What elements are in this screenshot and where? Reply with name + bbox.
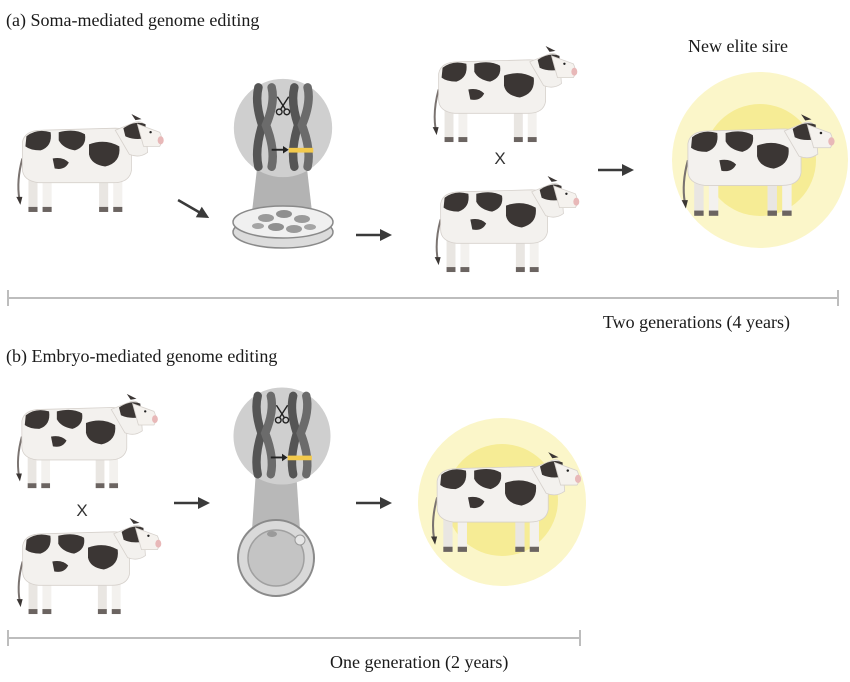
panel-b-cow-female	[15, 392, 158, 490]
chromosome-edit-inset	[234, 79, 332, 177]
panel-a-cross-symbol: X	[494, 149, 505, 168]
panel-b-cow-male	[15, 516, 162, 616]
panel-a-arrow-2	[356, 228, 392, 242]
panel-a-arrow-3	[598, 163, 634, 177]
embryo-chromosome-edit-inset	[233, 387, 330, 484]
panel-a-result-label: New elite sire	[688, 36, 788, 56]
panel-b-arrow-2	[356, 496, 392, 510]
panel-a-cow-female	[431, 44, 578, 144]
panel-b-edited-calf	[418, 418, 586, 586]
panel-a-elite-sire	[672, 72, 848, 248]
panel-a-arrow-1	[174, 193, 213, 225]
cell-culture-dish	[233, 79, 333, 249]
panel-b-timeline-label: One generation (2 years)	[330, 652, 508, 673]
panel-a-timeline	[7, 290, 839, 306]
panel-b-timeline	[7, 630, 581, 646]
panel-a-timeline-label: Two generations (4 years)	[603, 312, 790, 333]
panel-b-arrow-1	[174, 496, 210, 510]
panel-a-donor-cow	[15, 113, 164, 213]
panel-b-cross-symbol: X	[76, 501, 87, 520]
embryo-injection	[233, 387, 330, 597]
panel-a-cow-edited-bull	[433, 174, 580, 274]
panel-b-title: (b) Embryo-mediated genome editing	[6, 346, 277, 367]
panel-a-title: (a) Soma-mediated genome editing	[6, 10, 259, 31]
